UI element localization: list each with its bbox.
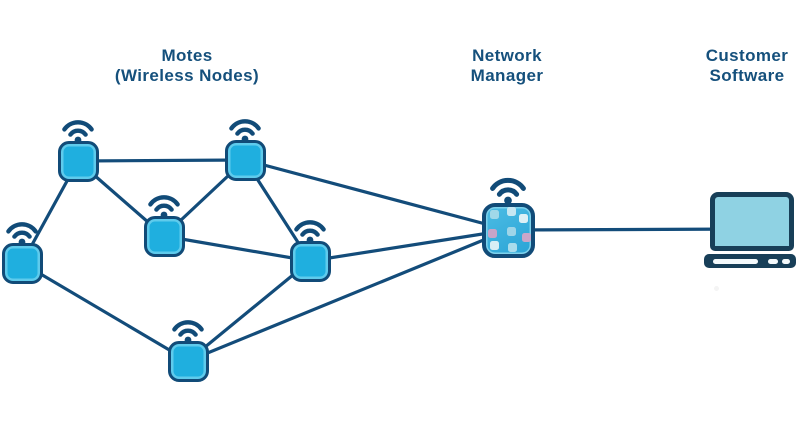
manager-app-square xyxy=(522,233,531,242)
wireless-node-square xyxy=(224,139,266,181)
customer-software-label-line1: Customer xyxy=(705,46,789,65)
wifi-icon xyxy=(62,119,94,143)
edge-f-mgr xyxy=(186,228,510,363)
wireless-node-square xyxy=(167,340,209,382)
edge-e-f xyxy=(186,259,312,363)
edge-d-f xyxy=(20,261,190,363)
wifi-icon xyxy=(6,221,38,245)
motes-label-line2: (Wireless Nodes) xyxy=(114,66,260,85)
mote-node-d xyxy=(1,221,43,284)
network-manager-label: Network Manager xyxy=(437,46,577,86)
mote-node-b xyxy=(224,118,266,181)
small-dot xyxy=(714,286,719,291)
mote-node-f xyxy=(167,319,209,382)
network-manager-grid-square xyxy=(482,203,535,258)
customer-software-label-line2: Software xyxy=(709,66,785,85)
wifi-icon xyxy=(490,177,526,205)
edge-b-mgr xyxy=(243,158,510,232)
wireless-node-square xyxy=(1,242,43,284)
laptop-screen xyxy=(710,192,794,251)
laptop-dot xyxy=(781,258,790,264)
wifi-icon xyxy=(229,118,261,142)
mote-node-e xyxy=(289,219,331,282)
manager-app-square xyxy=(519,214,528,223)
edge-c-e xyxy=(162,234,312,263)
customer-software-laptop xyxy=(703,192,796,269)
motes-label-line1: Motes xyxy=(161,46,213,65)
network-manager-label-line1: Network xyxy=(472,46,542,65)
network-manager-label-line2: Manager xyxy=(470,66,544,85)
mote-node-c xyxy=(143,194,185,257)
laptop-slot xyxy=(712,258,758,264)
manager-app-square xyxy=(507,207,516,216)
manager-app-square xyxy=(490,241,499,250)
customer-software-label: Customer Software xyxy=(677,46,800,86)
wifi-icon xyxy=(148,194,180,218)
edge-e-mgr xyxy=(308,228,510,263)
wifi-icon xyxy=(172,319,204,343)
wireless-node-square xyxy=(57,140,99,182)
laptop-base xyxy=(703,254,796,268)
wifi-icon xyxy=(294,219,326,243)
mote-node-a xyxy=(57,119,99,182)
manager-app-square xyxy=(490,210,499,219)
wireless-node-square xyxy=(143,215,185,257)
manager-app-square xyxy=(507,227,516,236)
manager-app-square xyxy=(488,229,497,238)
motes-label: Motes (Wireless Nodes) xyxy=(87,46,287,86)
network-manager-node xyxy=(482,177,535,258)
wireless-node-square xyxy=(289,240,331,282)
edge-a-b xyxy=(76,158,247,163)
laptop-dot xyxy=(767,258,778,264)
manager-app-square xyxy=(508,243,517,252)
